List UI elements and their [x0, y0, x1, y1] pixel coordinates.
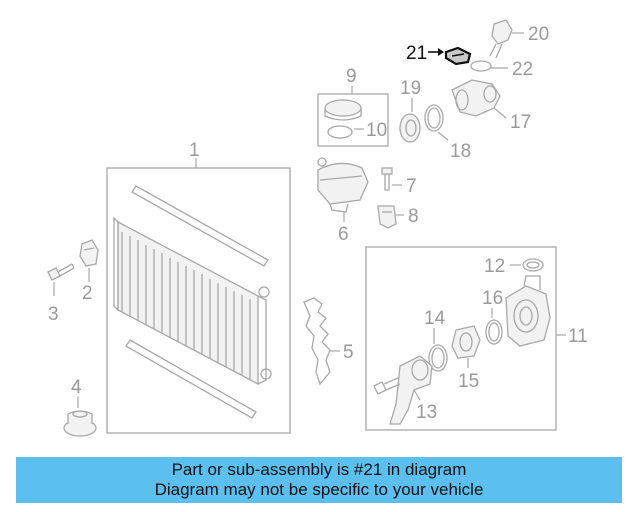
part-19-ring	[399, 98, 421, 143]
callout-13: 13	[416, 402, 437, 423]
callout-8: 8	[408, 206, 419, 227]
part-7-screw	[381, 167, 402, 191]
cap-group	[317, 86, 389, 147]
callout-9: 9	[346, 66, 357, 87]
callout-17: 17	[510, 112, 531, 133]
part-14-ring	[428, 328, 448, 372]
part-18-ring	[424, 104, 449, 141]
callout-7: 7	[406, 176, 417, 197]
callout-15: 15	[458, 371, 479, 392]
callout-10: 10	[366, 120, 387, 141]
radiator-core	[113, 216, 272, 386]
radiator-group-box	[106, 167, 291, 434]
part-3-bolt	[47, 263, 75, 296]
part-4-grommet	[63, 396, 97, 437]
part-12-ring	[510, 258, 544, 272]
callout-21: 21	[406, 43, 427, 64]
callout-19: 19	[400, 78, 421, 99]
part-15-thermostat	[451, 325, 481, 368]
part-5-air-guide	[303, 297, 340, 386]
callout-6: 6	[338, 224, 349, 245]
upper-seal-strip	[131, 185, 269, 267]
part-11-housing	[505, 275, 551, 347]
cap-group-box	[317, 93, 389, 147]
callout-3: 3	[48, 304, 59, 325]
callout-5: 5	[343, 342, 354, 363]
part-17-flange	[451, 79, 507, 119]
thermostat-group-box	[365, 246, 557, 431]
callout-4: 4	[71, 377, 82, 398]
callout-2: 2	[82, 283, 93, 304]
callout-22: 22	[512, 59, 533, 80]
callout-14: 14	[424, 308, 446, 329]
part-21-gasket	[428, 46, 472, 66]
part-8-clip	[377, 205, 404, 229]
banner-line-part: Part or sub-assembly is #21 in diagram	[171, 460, 467, 479]
part-22-oring	[470, 60, 508, 72]
callout-18: 18	[450, 141, 471, 162]
part-13-pipe	[373, 355, 433, 425]
thermostat-group	[365, 246, 566, 431]
callout-16: 16	[482, 288, 503, 309]
callout-12: 12	[484, 256, 505, 277]
info-banner: Part or sub-assembly is #21 in diagram D…	[16, 457, 622, 503]
banner-line-disclaimer: Diagram may not be specific to your vehi…	[154, 480, 484, 499]
callout-11: 11	[568, 326, 588, 347]
part-6-expansion-tank	[317, 157, 369, 222]
callout-20: 20	[528, 24, 549, 45]
callout-1: 1	[189, 140, 200, 161]
part-2-mount	[79, 239, 99, 282]
part-10-seal	[327, 125, 353, 139]
lower-seal-strip	[125, 339, 257, 419]
radiator-group	[106, 158, 291, 434]
part-20-sensor	[489, 19, 524, 59]
part-16-ring	[485, 308, 503, 345]
part-9-cap	[324, 99, 362, 117]
